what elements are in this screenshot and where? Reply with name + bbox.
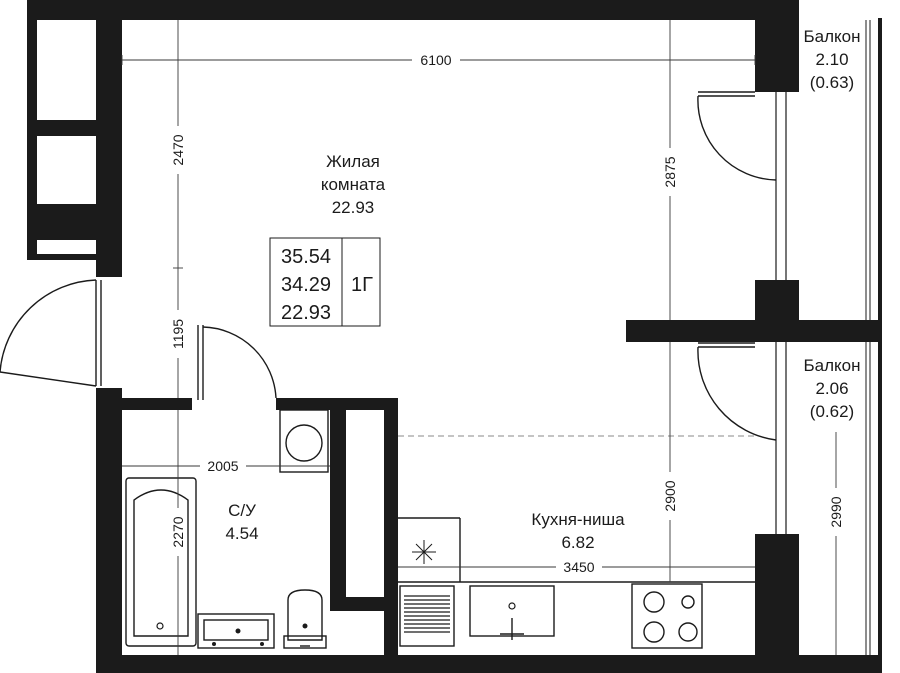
dim-kitchen-width: 3450 (563, 559, 594, 575)
balcony-2-name: Балкон (803, 356, 860, 375)
balcony-1-area-reduced: (0.63) (810, 73, 854, 92)
dim-living-height-right: 2875 (662, 156, 678, 187)
kitchen-name: Кухня-ниша (531, 510, 625, 529)
bathroom-area: 4.54 (225, 524, 258, 543)
balcony-glazing (775, 20, 871, 655)
kitchen-counter (398, 517, 755, 583)
doors (0, 91, 777, 441)
washing-machine (279, 409, 329, 473)
living-room-name-line2: комната (321, 175, 386, 194)
walls (27, 0, 882, 673)
total-area-no-balcony: 34.29 (281, 274, 331, 296)
area-summary-box: 35.54 34.29 22.93 1Г (269, 237, 381, 327)
bathtub (125, 477, 197, 647)
kitchen-area: 6.82 (561, 533, 594, 552)
balcony-1-area: 2.10 (815, 50, 848, 69)
ventilation-icon (412, 540, 436, 564)
dim-bath-height: 2270 (170, 516, 186, 547)
balcony-1-name: Балкон (803, 27, 860, 46)
living-room-name: Жилая (326, 152, 380, 171)
bathroom-sink (197, 613, 275, 649)
dishwasher (399, 585, 455, 647)
left-window-niches (27, 0, 122, 260)
cooktop (631, 583, 703, 649)
kitchen-sink (469, 585, 555, 640)
dim-overall-width: 6100 (420, 52, 451, 68)
dim-kitchen-height: 2900 (662, 480, 678, 511)
toilet (283, 589, 327, 649)
living-room-area: 22.93 (332, 198, 375, 217)
balcony-2-area: 2.06 (815, 379, 848, 398)
total-area: 35.54 (281, 246, 331, 268)
dim-bath-width: 2005 (207, 458, 238, 474)
dimension-labels: 6100 2470 1195 2875 2005 2270 2900 3450 … (169, 51, 845, 576)
dim-balcony-height: 2990 (828, 496, 844, 527)
dim-door-gap: 1195 (170, 319, 186, 349)
room-labels: Жилая комната 22.93 С/У 4.54 Кухня-ниша … (225, 27, 860, 552)
rooms-label: 1Г (351, 274, 373, 296)
living-area: 22.93 (281, 302, 331, 324)
dim-living-height-left: 2470 (170, 134, 186, 165)
bathroom-name: С/У (228, 501, 256, 520)
balcony-2-area-reduced: (0.62) (810, 402, 854, 421)
